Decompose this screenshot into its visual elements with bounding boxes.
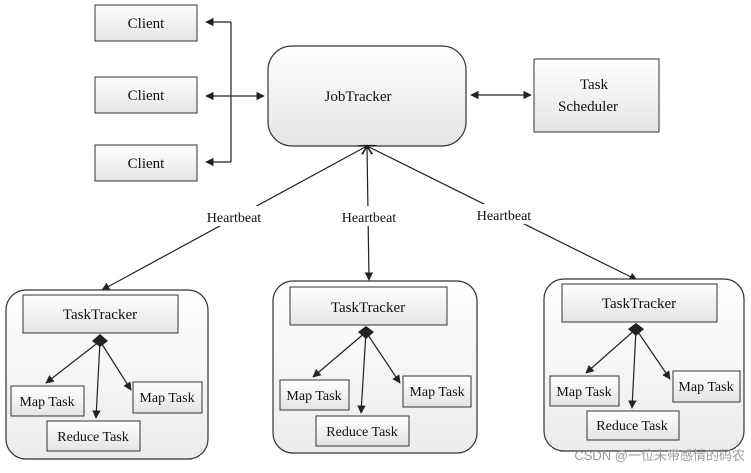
client-box-2: Client — [94, 76, 198, 114]
task-scheduler-label-line1: Task — [580, 77, 609, 93]
client-box-1: Client — [94, 4, 198, 42]
client-label-2: Client — [128, 88, 165, 104]
worker-node-2: TaskTracker Map Task Map Task Reduce Tas… — [272, 280, 478, 454]
map-task-label-3b: Map Task — [678, 380, 733, 395]
tasktracker-label-1: TaskTracker — [63, 307, 137, 323]
reduce-task-label-1: Reduce Task — [57, 430, 128, 445]
map-task-box-3b — [672, 370, 741, 403]
heartbeat-label-1: Heartbeat — [207, 211, 262, 226]
map-task-label-2b: Map Task — [409, 385, 464, 400]
client-connectors — [205, 17, 265, 167]
map-task-box-2a — [279, 379, 350, 411]
map-task-box-1b — [132, 381, 203, 414]
heartbeat-label-2: Heartbeat — [342, 211, 397, 226]
reduce-task-box-1 — [46, 420, 141, 452]
map-task-box-3a — [549, 375, 620, 407]
map-task-label-2a: Map Task — [286, 389, 341, 404]
heartbeat-labels: Heartbeat Heartbeat Heartbeat — [198, 204, 540, 226]
jobtracker-label: JobTracker — [325, 89, 392, 105]
worker-node-1: TaskTracker Map Task Map Task Reduce Tas… — [5, 289, 209, 460]
map-task-label-1a: Map Task — [19, 395, 74, 410]
tasktracker-box-2 — [289, 286, 448, 326]
reduce-task-label-2: Reduce Task — [326, 425, 397, 440]
reduce-task-label-3: Reduce Task — [596, 419, 667, 434]
reduce-task-box-2 — [315, 415, 410, 447]
tasktracker-box-1 — [22, 294, 179, 334]
map-task-box-1a — [10, 385, 85, 417]
client-box-3: Client — [94, 144, 198, 182]
tasktracker-label-2: TaskTracker — [331, 300, 405, 316]
client-label-3: Client — [128, 156, 165, 172]
task-scheduler-label-line2: Scheduler — [558, 99, 618, 115]
jobtracker-box: JobTracker — [267, 45, 467, 147]
tasktracker-label-3: TaskTracker — [602, 296, 676, 312]
tasktracker-box-3 — [561, 283, 718, 323]
reduce-task-box-3 — [586, 410, 680, 441]
worker-node-3: TaskTracker Map Task Map Task Reduce Tas… — [543, 278, 745, 452]
csdn-watermark: CSDN @一位未带感情的码农 — [574, 448, 745, 463]
map-task-box-2b — [402, 375, 472, 408]
heartbeat-label-3: Heartbeat — [477, 209, 532, 224]
map-task-label-1b: Map Task — [139, 391, 194, 406]
client-label-1: Client — [128, 16, 165, 32]
map-task-label-3a: Map Task — [556, 385, 611, 400]
task-scheduler-box: Task Scheduler — [533, 58, 660, 133]
